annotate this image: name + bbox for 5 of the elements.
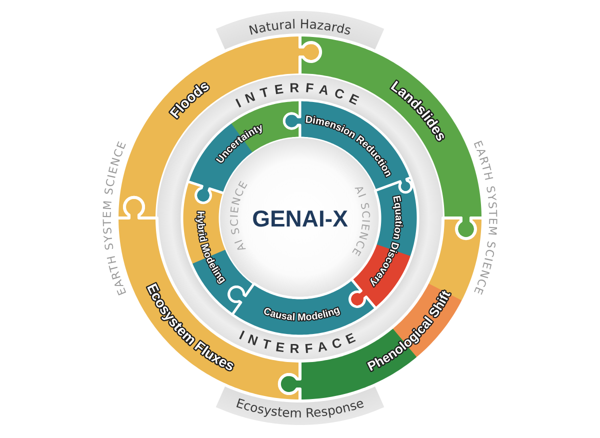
category-label: Ecosystem Response <box>234 395 366 420</box>
category-label: Natural Hazards <box>247 16 353 38</box>
segment-label: Causal Modeling <box>262 304 342 324</box>
center-title: GENAI-X <box>252 205 348 232</box>
puzzle-piece <box>348 176 420 310</box>
